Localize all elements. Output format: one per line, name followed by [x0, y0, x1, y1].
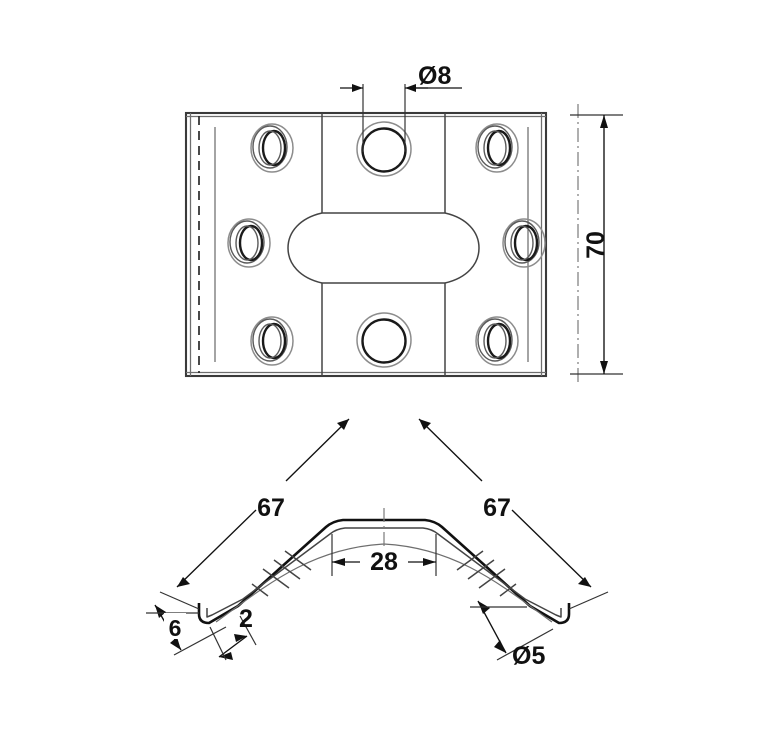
large-hole-top	[356, 121, 412, 177]
small-hole-top-right	[475, 123, 519, 173]
center-panel-lines	[287, 113, 480, 376]
dim-70-arrow-top	[600, 115, 608, 128]
dim-d5-arrow-bottom	[494, 640, 506, 653]
dim-label-height-70: 70	[582, 231, 610, 259]
dim-6-arrow-bottom	[170, 637, 181, 650]
top-view-group: Ø8 70	[184, 62, 623, 385]
dim-label-thickness-2: 2	[239, 605, 253, 633]
dim-arm-67-left: 67	[159, 418, 350, 610]
small-hole-middle-left	[227, 218, 271, 268]
dim-67-left-arrow-end	[337, 419, 349, 430]
dim-67-left-ext	[159, 591, 200, 610]
dim-center-28: 28	[331, 508, 437, 576]
dim-label-arm-67-left: 67	[257, 494, 285, 522]
dim-6-arrow-top	[155, 605, 166, 618]
dim-label-center-28: 28	[370, 548, 398, 576]
dim-70-arrow-bottom	[600, 361, 608, 374]
dim-label-flange-6: 6	[169, 615, 182, 641]
small-hole-bottom-left	[250, 316, 294, 366]
dim-label-diameter-5: Ø5	[512, 642, 545, 670]
dim-67-right-arrow-start	[578, 577, 591, 587]
dim-2-arrow-right	[234, 634, 247, 642]
dim-d8-arrow-left	[352, 84, 363, 92]
dim-d8-arrow-right	[405, 84, 416, 92]
plate-outline	[184, 111, 548, 378]
dim-67-left-arrow-start	[177, 577, 190, 587]
dim-2-ext-left	[209, 626, 227, 661]
right-arm-hatch-marks	[456, 550, 517, 597]
dim-2-arrow-left	[219, 652, 233, 660]
dim-arm-67-right: 67	[418, 418, 609, 610]
dim-6-ext-lower	[173, 626, 227, 656]
dim-28-arrow-right	[423, 558, 436, 566]
small-hole-top-left	[250, 123, 294, 173]
section-view-group: 67 67 28	[146, 418, 609, 670]
center-oval-right-bulge	[444, 212, 480, 284]
dim-diameter-8: Ø8	[340, 62, 462, 152]
center-oval-left-bulge	[287, 212, 323, 284]
small-hole-middle-right	[502, 218, 546, 268]
left-arm-hatch-marks	[251, 550, 312, 597]
dim-d5-ext-lower	[496, 628, 554, 661]
dim-28-arrow-left	[332, 558, 345, 566]
dim-height-70: 70	[570, 104, 623, 385]
dim-diameter-5: Ø5	[470, 600, 554, 670]
dim-label-diameter-8: Ø8	[418, 62, 451, 90]
large-hole-bottom	[356, 312, 412, 368]
dim-flange-6: 6	[146, 604, 227, 656]
dim-label-arm-67-right: 67	[483, 494, 511, 522]
dim-thickness-2: 2	[209, 605, 257, 661]
dim-67-right-arrow-end	[419, 419, 431, 430]
dim-67-right-ext	[568, 591, 609, 610]
dim-2-ext-right	[239, 615, 257, 646]
small-hole-bottom-right	[475, 316, 519, 366]
